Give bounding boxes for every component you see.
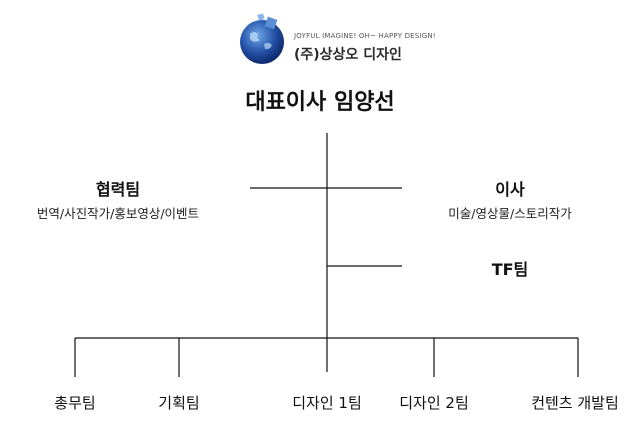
team-general-affairs: 총무팀: [54, 394, 96, 412]
partner-team-desc: 번역/사진작가/홍보영상/이벤트: [36, 206, 200, 221]
team-design-1: 디자인 1팀: [292, 394, 362, 412]
logo-tagline: JOYFUL IMAGINE! OH~ HAPPY DESIGN!: [294, 32, 436, 40]
company-logo: JOYFUL IMAGINE! OH~ HAPPY DESIGN! (주)상상오…: [236, 14, 436, 66]
director-title: 이사: [495, 180, 525, 199]
team-design-2: 디자인 2팀: [399, 394, 469, 412]
team-planning: 기획팀: [158, 394, 200, 412]
tf-team-title: TF팀: [491, 260, 529, 279]
director-desc: 미술/영상물/스토리작가: [448, 206, 572, 221]
logo-company-name: (주)상상오 디자인: [294, 47, 402, 63]
team-content-dev: 컨텐츠 개발팀: [531, 394, 619, 412]
partner-team-title: 협력팀: [95, 180, 141, 199]
ceo-title: 대표이사 임양선: [245, 90, 395, 115]
globe-puzzle-icon: [240, 14, 284, 64]
